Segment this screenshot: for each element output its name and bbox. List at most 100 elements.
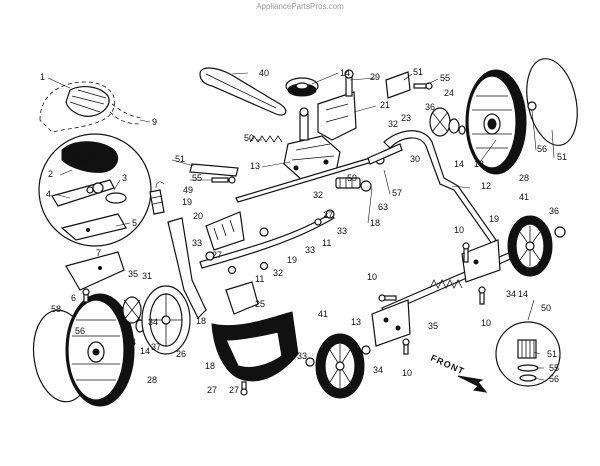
callout: 19 [182,197,192,207]
callout: 14 [340,68,350,78]
front-left-wheel [305,333,371,399]
callout: 36 [425,102,435,112]
cable-fitting [149,181,165,215]
handle-grip-assembly [39,81,143,133]
callout: 18 [196,316,206,326]
mounting-plate [65,251,125,303]
callout: 41 [318,309,328,319]
pulley [285,77,319,97]
callout: 36 [549,206,559,216]
callout: 30 [410,154,420,164]
callout: 14 [518,289,528,299]
callout: 12 [481,181,491,191]
callout: 14 [140,346,150,356]
callout: 59 [347,173,357,183]
callout: 3 [122,173,127,183]
callout: 33 [297,351,307,361]
callout: 34 [373,365,383,375]
rear-right-wheel [465,58,578,175]
shift-linkage [335,143,403,192]
callout: 1 [40,72,45,82]
spring [249,135,283,143]
throttle-detail-circle [38,133,152,247]
callout: 29 [370,72,380,82]
callout: 35 [428,321,438,331]
shaft-bracket [189,163,239,184]
axle-bracket-top [385,71,433,99]
callout: 24 [126,337,136,347]
callout: 10 [481,318,491,328]
callout: 11 [255,274,264,284]
callout: 63 [378,202,388,212]
callout: 9 [152,117,157,127]
callout: 10 [367,272,377,282]
callout: 19 [489,214,499,224]
callout: 28 [519,173,529,183]
callout: 20 [193,211,203,221]
hub-detail-circle [495,321,561,387]
callout: 27 [212,250,222,260]
callout: 10 [402,368,412,378]
transmission-gearbox [283,107,341,181]
callout: 27 [323,210,333,220]
watermark: AppliancePartsPros.com [256,2,344,11]
callout: 5 [132,218,137,228]
gearbox-bracket [317,69,357,141]
callout: 51 [547,349,557,359]
callout: 23 [401,113,411,123]
callout: 14 [454,159,464,169]
callout: 55 [192,173,202,183]
rear-right-gear [429,107,466,137]
callout: 24 [444,88,454,98]
callout: 6 [71,293,76,303]
front-direction-arrow: FRONT [429,353,488,393]
rear-left-wheel [32,293,135,407]
callout: 2 [48,169,53,179]
callout: 11 [322,238,331,248]
callout: 40 [259,68,269,78]
callout: 50 [244,133,254,143]
callout: 27 [207,385,217,395]
callout: 49 [183,185,193,195]
callout: 13 [250,161,260,171]
bolts-11 [378,242,486,355]
drive-wheel-plate [141,285,191,355]
callout: 37 [151,342,161,352]
callout: 21 [380,100,390,110]
side-plate [167,217,207,320]
callout: 28 [147,375,157,385]
callout: 50 [541,303,551,313]
callout: 41 [519,192,529,202]
callout: 55 [440,73,450,83]
callout: 34 [506,289,516,299]
callout: 32 [388,119,398,129]
rear-deflector [211,311,299,396]
callout: 26 [176,349,186,359]
callout: 31 [142,271,152,281]
callout: 51 [413,67,423,77]
callout: 19 [287,255,297,265]
callout: 58 [51,304,61,314]
callout: 33 [337,226,347,236]
front-axle-assembly [371,239,523,347]
callout: 18 [370,218,380,228]
callout: 32 [273,268,283,278]
callout: 51 [557,152,567,162]
callout: 56 [549,374,559,384]
callout: 7 [96,248,101,258]
rear-axle-rod [199,211,335,315]
callout: 34 [148,317,158,327]
front-label: FRONT [429,353,466,377]
callout: 56 [75,326,85,336]
callout: 51 [175,154,185,164]
callout: 18 [205,361,215,371]
callout: 10 [454,225,464,235]
callout: 32 [313,190,323,200]
front-right-wheel [507,215,566,277]
leader-lines [47,72,555,381]
callout: 57 [392,188,402,198]
callout-labels: 1 9 2 3 4 5 6 7 49 19 20 51 55 50 13 40 … [40,67,567,395]
callout: 55 [549,363,559,373]
washers-nuts [205,209,335,275]
